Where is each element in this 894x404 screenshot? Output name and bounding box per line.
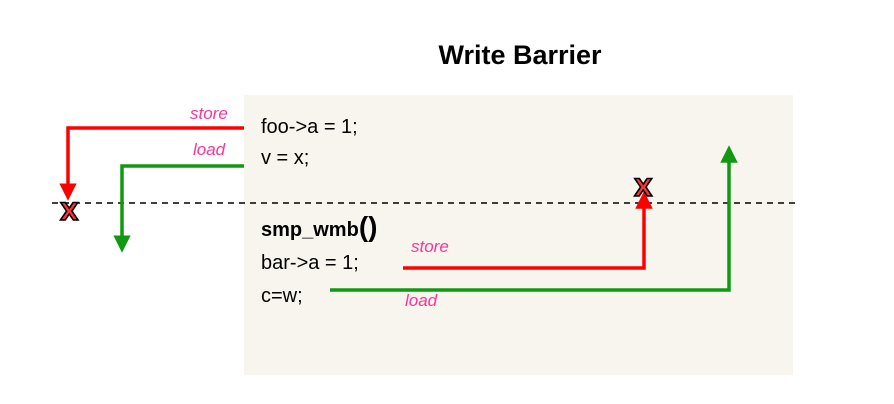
code-line-bar-store: bar->a = 1; <box>261 252 359 274</box>
code-line-c-load: c=w; <box>261 285 303 307</box>
barrier-name: smp_wmb <box>261 219 359 241</box>
store-arrow-top <box>59 126 244 201</box>
code-line-foo-store: foo->a = 1; <box>261 116 358 138</box>
diagram-title: Write Barrier <box>438 40 602 70</box>
blocked-x-icon-left: X <box>59 198 79 226</box>
load-label-top: load <box>193 140 226 159</box>
code-line-v-load: v = x; <box>261 147 310 169</box>
barrier-parens: () <box>358 211 378 242</box>
barrier-call: smp_wmb() <box>261 211 377 243</box>
store-label-bottom: store <box>411 237 449 256</box>
load-arrow-top <box>113 164 244 253</box>
load-label-bottom: load <box>405 291 438 310</box>
store-label-top: store <box>190 104 228 123</box>
blocked-x-icon-right: X <box>633 174 653 202</box>
